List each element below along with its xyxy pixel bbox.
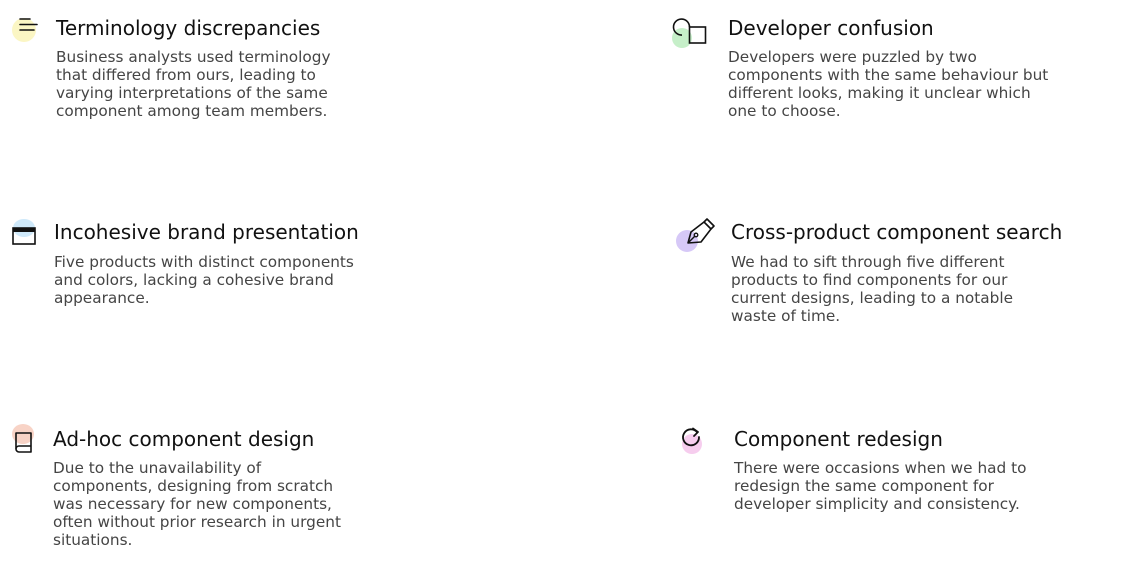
- card-title: Terminology discrepancies: [56, 16, 321, 40]
- card-description: Five products with distinct components a…: [54, 253, 354, 307]
- card-description: Developers were puzzled by two component…: [728, 48, 1049, 120]
- menu-lines-icon: [12, 14, 42, 48]
- card-title: Incohesive brand presentation: [54, 220, 359, 244]
- shapes-icon: [672, 14, 707, 48]
- card-description: We had to sift through five different pr…: [731, 253, 1013, 325]
- card-title: Component redesign: [734, 427, 943, 451]
- card-description: There were occasions when we had to rede…: [734, 459, 1027, 513]
- card-description: Due to the unavailability of components,…: [53, 459, 341, 549]
- card-title: Ad-hoc component design: [53, 427, 315, 451]
- browser-window-icon: [11, 218, 41, 252]
- book-icon: [11, 424, 41, 458]
- refresh-icon: [678, 424, 708, 458]
- pen-nib-icon: [676, 216, 715, 252]
- card-description: Business analysts used terminology that …: [56, 48, 331, 120]
- card-title: Developer confusion: [728, 16, 934, 40]
- card-title: Cross-product component search: [731, 220, 1063, 244]
